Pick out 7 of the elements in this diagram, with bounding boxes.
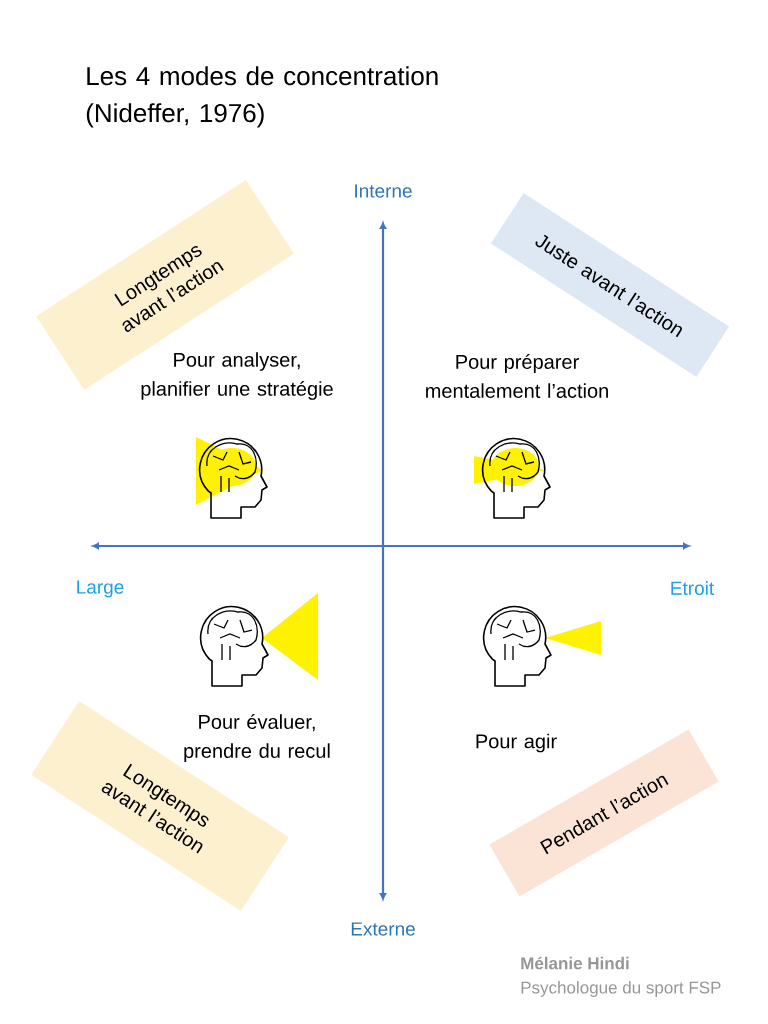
axis-label: Interne	[355, 184, 412, 198]
axis-label: Etroit	[671, 581, 715, 595]
axis-label: Externe	[351, 922, 415, 936]
author-name: Mélanie Hindi	[521, 956, 629, 970]
axis-label: Large	[77, 580, 124, 598]
author-role: Psychologue du sport FSP	[521, 981, 721, 997]
title: Les 4 modes de concentration (Nideffer, 1976)	[86, 66, 438, 128]
